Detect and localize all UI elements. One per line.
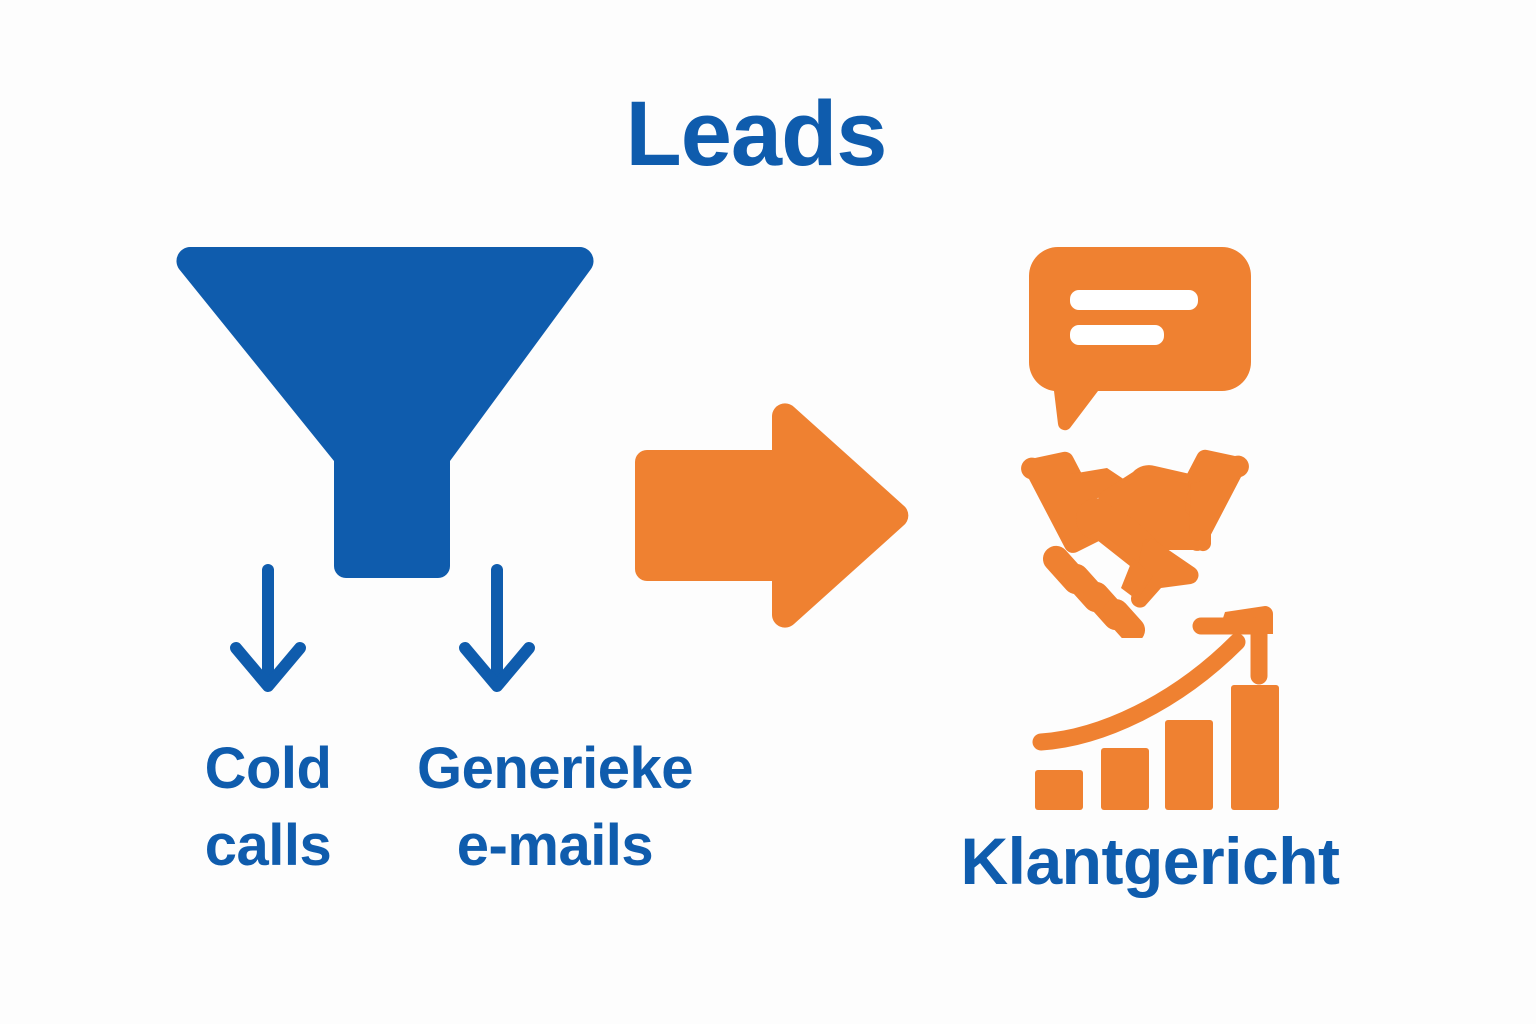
bar-2 (1101, 748, 1149, 810)
right-arrow-shape (635, 403, 909, 628)
down-arrow-icon-generic-emails (457, 560, 537, 700)
page-title-text: Leads (625, 83, 888, 185)
label-klantgericht: Klantgericht (960, 824, 1340, 898)
speech-bubble-line-1 (1070, 290, 1198, 310)
bar-1 (1035, 770, 1083, 810)
speech-bubble-line-2 (1070, 325, 1164, 345)
label-cold-calls: Cold calls (128, 730, 408, 884)
funnel-shape (176, 247, 594, 578)
handshake-icon (985, 438, 1285, 643)
speech-bubble-icon (1022, 240, 1262, 435)
label-generic-emails-line2: e-mails (456, 813, 654, 879)
down-arrow-shape (459, 564, 535, 692)
handshake-shape (1021, 449, 1273, 643)
down-arrow-icon-cold-calls (228, 560, 308, 700)
bar-3 (1165, 720, 1213, 810)
label-cold-calls-line1: Cold (204, 736, 332, 801)
down-arrow-shape (230, 564, 306, 692)
growth-chart-shape (1032, 617, 1279, 810)
growth-bar-chart-icon (1025, 612, 1293, 817)
speech-bubble-shape (1028, 247, 1251, 431)
label-generic-emails: Generieke e-mails (360, 730, 750, 884)
bar-4 (1231, 685, 1279, 810)
label-generic-emails-line1: Generieke (416, 736, 694, 801)
right-arrow-icon (620, 398, 920, 633)
funnel-icon (160, 236, 610, 596)
page-title: Leads (0, 86, 1536, 183)
label-cold-calls-line2: calls (204, 813, 332, 879)
